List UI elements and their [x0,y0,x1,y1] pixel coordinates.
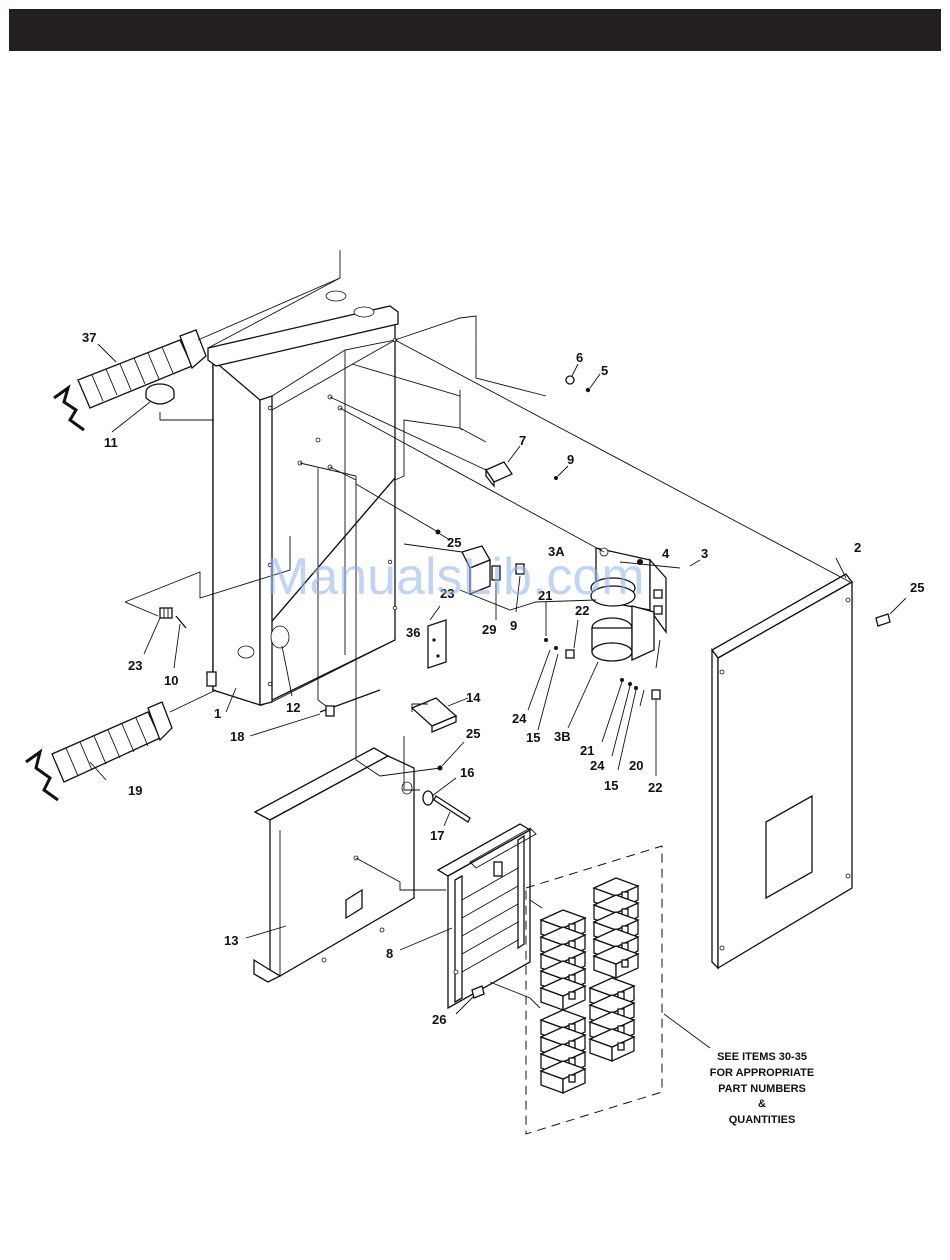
callout-9a: 9 [567,452,574,467]
callout-1: 1 [214,706,221,721]
callout-9b: 9 [510,618,517,633]
note-line-5: QUANTITIES [729,1114,796,1126]
callout-5: 5 [601,363,608,378]
callout-18: 18 [230,729,244,744]
bracket-part-36 [428,620,446,668]
callout-25c: 25 [466,726,480,741]
callout-2: 2 [854,540,861,555]
enclosure-part-1 [207,250,398,705]
callout-15b: 15 [604,778,618,793]
screw-part-25-right [876,598,906,626]
conduit-part-19 [26,690,216,800]
callout-11: 11 [104,435,118,450]
callout-20: 20 [629,758,643,773]
callout-4: 4 [662,546,670,561]
watermark: ManualsLib.com [266,548,645,606]
hardware-part-15-21-22-24-left [528,602,598,730]
callout-24a: 24 [512,711,527,726]
callout-21b: 21 [580,743,594,758]
callout-15a: 15 [526,730,540,745]
callout-14: 14 [466,690,481,705]
bar-part-14 [412,698,468,732]
hardware-part-5-6 [566,364,600,392]
callout-3: 3 [701,546,708,561]
callout-16: 16 [460,765,474,780]
screw-part-9-top [554,466,568,480]
terminal-board-part-8 [438,824,536,1008]
switch-part-7 [486,446,520,486]
callout-13: 13 [224,933,238,948]
callout-10: 10 [164,673,178,688]
callout-26: 26 [432,1012,446,1027]
callout-6: 6 [576,350,583,365]
callout-23: 23 [128,658,142,673]
note-line-4: & [758,1098,766,1110]
callout-25b: 25 [910,580,924,595]
callout-17: 17 [430,828,444,843]
plug-part-11 [146,384,214,420]
callout-37: 37 [82,330,96,345]
note-line-2: FOR APPROPRIATE [710,1067,815,1079]
callout-3b: 3B [554,729,571,744]
callout-36: 36 [406,625,420,640]
callout-7: 7 [519,433,526,448]
connector-part-10-23 [144,608,186,668]
callout-24b: 24 [590,758,605,773]
callout-12: 12 [286,700,300,715]
note-line-3: PART NUMBERS [718,1083,806,1095]
fuse-reference-note: SEE ITEMS 30-35 FOR APPROPRIATE PART NUM… [710,1051,815,1126]
callout-19: 19 [128,783,142,798]
callout-29: 29 [482,622,496,637]
fuse-group-items-30-35 [526,846,710,1134]
door-panel-part-2 [712,574,852,968]
callout-22b: 22 [648,780,662,795]
standoff-part-16-17-25 [423,742,470,826]
note-line-1: SEE ITEMS 30-35 [717,1051,807,1063]
callout-8: 8 [386,946,393,961]
